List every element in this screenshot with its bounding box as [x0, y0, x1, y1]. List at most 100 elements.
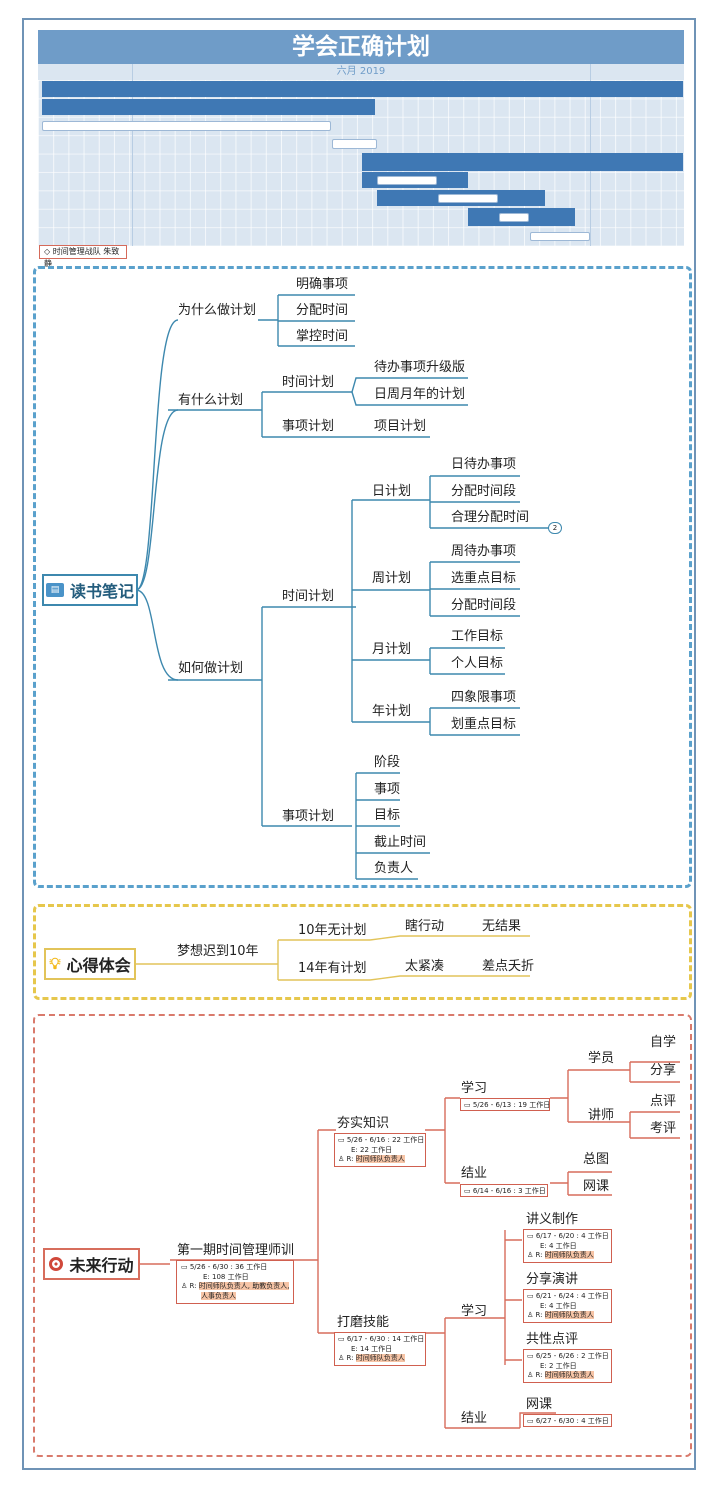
gantt-month-label: 六月 2019: [336, 66, 386, 77]
gantt-task-bar[interactable]: [377, 176, 437, 185]
day-plan-item[interactable]: 合理分配时间: [451, 510, 530, 525]
item-plan-item[interactable]: 阶段: [374, 755, 401, 770]
calendar-icon: ▭: [338, 1136, 347, 1144]
lightbulb-icon: 💡︎: [49, 954, 61, 973]
what-time-plan-item[interactable]: 日周月年的计划: [374, 387, 466, 402]
teacher-item[interactable]: 考评: [650, 1121, 677, 1136]
review[interactable]: 共性点评: [526, 1332, 579, 1347]
student-item[interactable]: 自学: [650, 1035, 677, 1050]
how-time-plan[interactable]: 时间计划: [282, 589, 335, 604]
gantt-task-bar[interactable]: [42, 121, 331, 131]
future-action-section: [33, 1014, 692, 1457]
gantt-task-bar[interactable]: [42, 99, 375, 115]
branch-why[interactable]: 为什么做计划: [178, 303, 257, 318]
week-plan-item[interactable]: 分配时间段: [451, 598, 517, 613]
handout[interactable]: 讲义制作: [526, 1212, 579, 1227]
skills[interactable]: 打磨技能: [337, 1315, 390, 1330]
why-item[interactable]: 明确事项: [296, 277, 349, 292]
future-action-root[interactable]: 未来行动: [43, 1248, 140, 1280]
skills-finish-course[interactable]: 网课: [526, 1397, 553, 1412]
effort: E: 4 工作日: [540, 1242, 577, 1250]
effort: E: 108 工作日: [203, 1273, 249, 1281]
reading-notes-root[interactable]: ▤ 读书笔记: [42, 574, 138, 606]
item-plan-item[interactable]: 截止时间: [374, 835, 427, 850]
resource-prefix: R:: [346, 1155, 354, 1163]
what-time-plan[interactable]: 时间计划: [282, 375, 335, 390]
calendar-icon: ▭: [527, 1417, 536, 1425]
how-item-plan[interactable]: 事项计划: [282, 809, 335, 824]
item-plan-item[interactable]: 目标: [374, 808, 401, 823]
finish-item[interactable]: 网课: [583, 1179, 610, 1194]
gantt-task-bar[interactable]: [530, 232, 590, 241]
month-plan[interactable]: 月计划: [372, 642, 412, 657]
experience-a-cause[interactable]: 瞎行动: [405, 919, 445, 934]
week-plan-item[interactable]: 周待办事项: [451, 544, 517, 559]
calendar-icon: ▭: [527, 1352, 536, 1360]
main-project[interactable]: 第一期时间管理师训: [177, 1243, 295, 1258]
calendar-icon: ▭: [181, 1263, 190, 1271]
resource: 时间师队负责人: [544, 1371, 594, 1379]
day-plan[interactable]: 日计划: [372, 484, 412, 499]
knowledge-finish[interactable]: 结业: [461, 1166, 488, 1181]
collapse-badge[interactable]: 2: [548, 522, 562, 534]
review-info: ▭ 6/25 - 6/26 : 2 工作日 E: 2 工作日 ♙ R: 时间师队…: [523, 1349, 612, 1383]
month-plan-item[interactable]: 工作目标: [451, 629, 504, 644]
what-item-plan[interactable]: 事项计划: [282, 419, 335, 434]
item-plan-item[interactable]: 事项: [374, 782, 401, 797]
tag-label: 时间管理战队 朱致静: [44, 247, 120, 268]
why-item[interactable]: 分配时间: [296, 303, 349, 318]
year-plan-item[interactable]: 划重点目标: [451, 717, 517, 732]
what-item-plan-item[interactable]: 项目计划: [374, 419, 427, 434]
dates: 6/14 - 6/16 : 3 工作日: [472, 1187, 546, 1195]
branch-what[interactable]: 有什么计划: [178, 393, 244, 408]
day-plan-item[interactable]: 分配时间段: [451, 484, 517, 499]
gantt-task-bar[interactable]: [438, 194, 498, 203]
knowledge-study[interactable]: 学习: [461, 1081, 488, 1096]
gantt-task-bar[interactable]: [499, 213, 529, 222]
dates: 5/26 - 6/30 : 36 工作日: [189, 1263, 268, 1271]
experience-a-result[interactable]: 无结果: [482, 919, 522, 934]
skills-info: ▭ 6/17 - 6/30 : 14 工作日 E: 14 工作日 ♙ R: 时间…: [334, 1332, 426, 1366]
experience-center[interactable]: 梦想迟到10年: [177, 944, 259, 959]
students[interactable]: 学员: [588, 1051, 615, 1066]
month-plan-item[interactable]: 个人目标: [451, 656, 504, 671]
skills-finish[interactable]: 结业: [461, 1411, 488, 1426]
team-tag: ◇ 时间管理战队 朱致静: [39, 245, 127, 268]
year-plan-item[interactable]: 四象限事项: [451, 690, 517, 705]
gantt-task-bar[interactable]: [362, 153, 683, 171]
resource-prefix: R:: [346, 1354, 354, 1362]
teacher-item[interactable]: 点评: [650, 1094, 677, 1109]
what-time-plan-item[interactable]: 待办事项升级版: [374, 360, 466, 375]
why-item[interactable]: 掌控时间: [296, 329, 349, 344]
week-plan-item[interactable]: 选重点目标: [451, 571, 517, 586]
dates: 6/17 - 6/20 : 4 工作日: [535, 1232, 609, 1240]
effort: E: 14 工作日: [351, 1345, 393, 1353]
knowledge[interactable]: 夯实知识: [337, 1116, 390, 1131]
calendar-icon: ▭: [338, 1335, 347, 1343]
experience-b[interactable]: 14年有计划: [298, 961, 367, 976]
person-icon: ♙: [527, 1311, 536, 1319]
gantt-task-bar[interactable]: [42, 81, 683, 97]
branch-how[interactable]: 如何做计划: [178, 661, 244, 676]
experience-a[interactable]: 10年无计划: [298, 923, 367, 938]
gantt-task-bar[interactable]: [332, 139, 377, 149]
item-plan-item[interactable]: 负责人: [374, 861, 414, 876]
student-item[interactable]: 分享: [650, 1063, 677, 1078]
dates: 5/26 - 6/13 : 19 工作日: [472, 1101, 551, 1109]
resource-prefix: R:: [535, 1311, 543, 1319]
experience-label: 心得体会: [66, 956, 131, 975]
day-plan-item[interactable]: 日待办事项: [451, 457, 517, 472]
teachers[interactable]: 讲师: [588, 1108, 615, 1123]
speech[interactable]: 分享演讲: [526, 1272, 579, 1287]
year-plan[interactable]: 年计划: [372, 704, 412, 719]
gantt-title: 学会正确计划: [38, 30, 684, 64]
effort: E: 2 工作日: [540, 1362, 577, 1370]
experience-b-cause[interactable]: 太紧凑: [405, 959, 445, 974]
experience-b-result[interactable]: 差点夭折: [482, 959, 535, 974]
experience-root[interactable]: 💡︎ 心得体会: [44, 948, 136, 980]
week-plan[interactable]: 周计划: [372, 571, 412, 586]
dates: 5/26 - 6/16 : 22 工作日: [346, 1136, 425, 1144]
skills-study[interactable]: 学习: [461, 1304, 488, 1319]
resource-prefix: R:: [189, 1282, 197, 1290]
finish-item[interactable]: 总图: [583, 1152, 610, 1167]
